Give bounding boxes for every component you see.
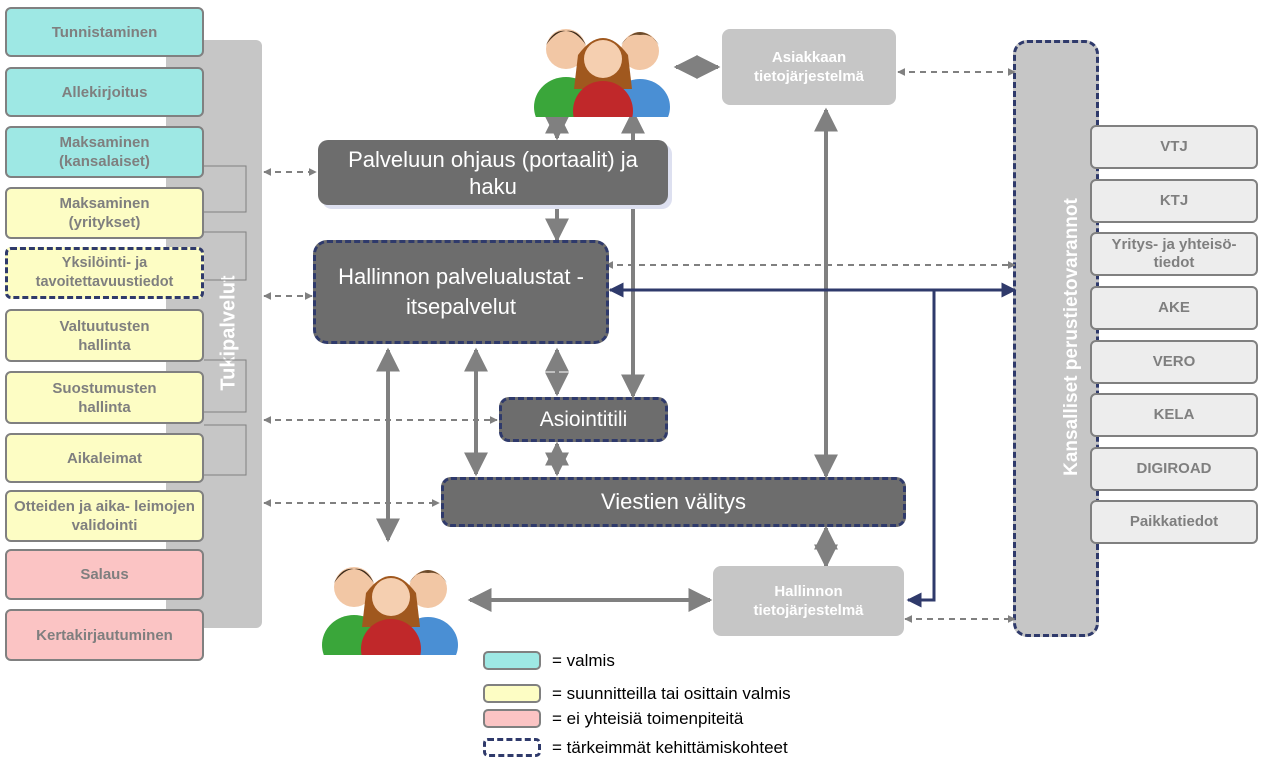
registry-kela[interactable]: KELA [1090,393,1258,437]
registry-digiroad[interactable]: DIGIROAD [1090,447,1258,491]
service-maksaminen-kansalaiset[interactable]: Maksaminen (kansalaiset) [5,126,204,178]
service-suostumusten-hallinta[interactable]: Suostumusten hallinta [5,371,204,424]
service-tunnistaminen[interactable]: Tunnistaminen [5,7,204,57]
platform-box[interactable]: Hallinnon palvelualustat - itsepalvelut [313,240,609,344]
registry-paikkatiedot[interactable]: Paikkatiedot [1090,500,1258,544]
people-group-icon [534,29,670,117]
registry-vtj[interactable]: VTJ [1090,125,1258,169]
legend-swatch-valmis [483,651,541,670]
service-aikaleimat[interactable]: Aikaleimat [5,433,204,483]
service-valtuutusten-hallinta[interactable]: Valtuutusten hallinta [5,309,204,362]
registry-vero[interactable]: VERO [1090,340,1258,384]
registries-panel [1013,40,1099,637]
legend-label-ei: = ei yhteisiä toimenpiteitä [552,709,744,728]
service-maksaminen-yritykset[interactable]: Maksaminen (yritykset) [5,187,204,239]
registry-ake[interactable]: AKE [1090,286,1258,330]
service-kertakirjautuminen[interactable]: Kertakirjautuminen [5,609,204,661]
service-allekirjoitus[interactable]: Allekirjoitus [5,67,204,117]
service-yksilointi[interactable]: Yksilöinti- ja tavoitettavuustiedot [5,247,204,299]
registry-yritys-yhteisotiedot[interactable]: Yritys- ja yhteisö- tiedot [1090,232,1258,276]
admin-system-box[interactable]: Hallinnon tietojärjestelmä [713,566,904,636]
account-box[interactable]: Asiointitili [499,397,668,442]
legend-swatch-suunnitteilla [483,684,541,703]
people-group-icon [322,567,458,655]
registry-ktj[interactable]: KTJ [1090,179,1258,223]
service-otteiden-validointi[interactable]: Otteiden ja aika- leimojen validointi [5,490,204,542]
legend-label-valmis: = valmis [552,651,615,670]
legend-label-kehittamiskohteet: = tärkeimmät kehittämiskohteet [552,738,788,757]
legend-swatch-kehittamiskohteet [483,738,541,757]
legend-swatch-ei [483,709,541,728]
customer-system-box[interactable]: Asiakkaan tietojärjestelmä [722,29,896,105]
service-salaus[interactable]: Salaus [5,549,204,600]
legend-label-suunnitteilla: = suunnitteilla tai osittain valmis [552,684,791,703]
portal-box[interactable]: Palveluun ohjaus (portaalit) ja haku [318,140,668,205]
messaging-box[interactable]: Viestien välitys [441,477,906,527]
